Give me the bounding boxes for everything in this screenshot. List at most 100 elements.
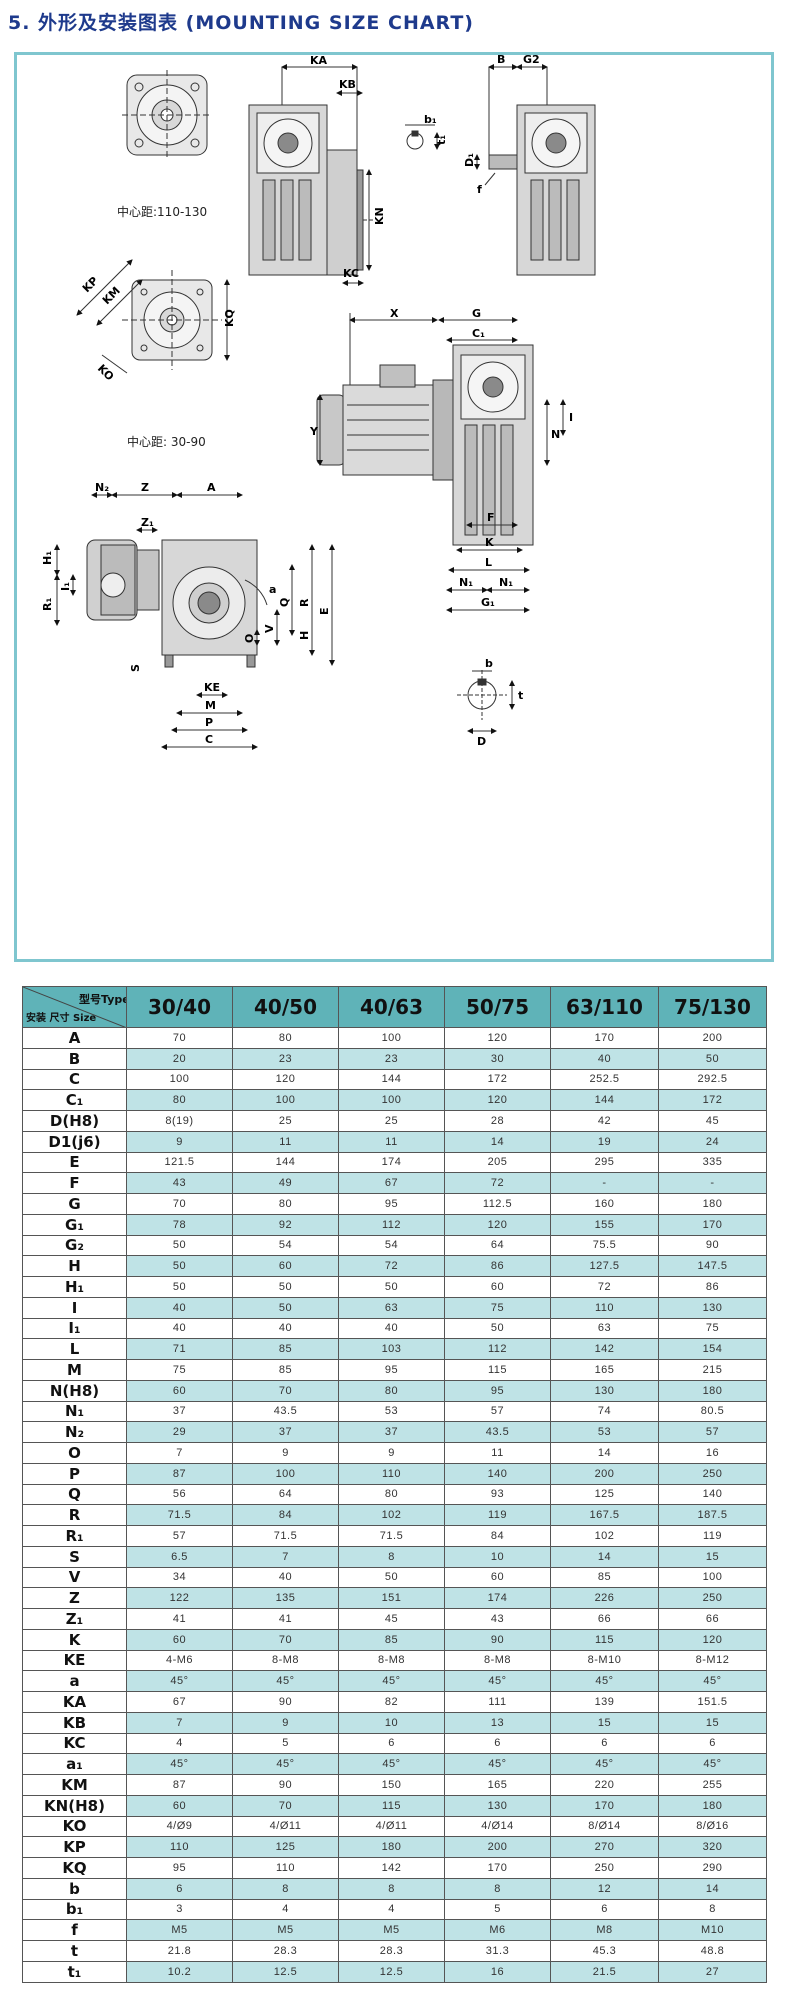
- table-cell: 20: [126, 1047, 233, 1070]
- table-cell: 111: [444, 1691, 551, 1713]
- table-cell: 122: [126, 1587, 233, 1609]
- table-cell: 45°: [444, 1670, 551, 1692]
- table-cell: 50: [232, 1276, 339, 1298]
- table-cell: 60: [444, 1276, 551, 1298]
- table-cell: 31.3: [444, 1940, 551, 1962]
- label-b-top: B: [497, 55, 505, 66]
- table-cell: 95: [126, 1857, 233, 1879]
- table-cell: 43.5: [444, 1421, 551, 1443]
- label-g2: G2: [523, 55, 540, 66]
- table-cell: 74: [550, 1400, 659, 1423]
- table-cell: 144: [550, 1089, 659, 1111]
- table-cell: 63: [338, 1296, 445, 1319]
- table-cell: 120: [658, 1628, 767, 1651]
- table-cell: 45°: [550, 1670, 659, 1692]
- row-label: D(H8): [22, 1110, 127, 1132]
- label-t: t: [518, 689, 523, 702]
- label-n: N: [551, 428, 560, 441]
- table-cell: 165: [444, 1774, 551, 1796]
- row-label: D1(j6): [22, 1130, 127, 1153]
- table-cell: 28.3: [232, 1940, 339, 1962]
- row-label: a₁: [22, 1753, 127, 1775]
- table-cell: 142: [550, 1338, 659, 1360]
- table-cell: 165: [550, 1359, 659, 1381]
- table-cell: 9: [232, 1711, 339, 1734]
- table-cell: 11: [338, 1130, 445, 1153]
- col-header-30-40: 30/40: [126, 986, 233, 1028]
- row-label: Q: [22, 1483, 127, 1506]
- col-header-40-63: 40/63: [338, 986, 445, 1028]
- label-kq: KQ: [223, 309, 236, 327]
- table-cell: 28: [444, 1110, 551, 1132]
- table-cell: 70: [232, 1794, 339, 1817]
- table-cell: 71: [126, 1338, 233, 1360]
- row-label: H₁: [22, 1276, 127, 1298]
- label-ke: KE: [204, 681, 220, 694]
- table-cell: 139: [550, 1691, 659, 1713]
- label-o: O: [243, 634, 256, 643]
- table-cell: 119: [658, 1525, 767, 1547]
- table-cell: 100: [232, 1089, 339, 1111]
- table-cell: 45: [338, 1608, 445, 1630]
- table-cell: 9: [126, 1130, 233, 1153]
- table-cell: 50: [338, 1276, 445, 1298]
- table-cell: 70: [126, 1027, 233, 1049]
- table-cell: 24: [658, 1130, 767, 1153]
- table-cell: 11: [444, 1442, 551, 1464]
- table-cell: 60: [232, 1255, 339, 1277]
- row-label: I: [22, 1296, 127, 1319]
- table-cell: 78: [126, 1213, 233, 1236]
- table-cell: 180: [658, 1379, 767, 1402]
- label-q: Q: [278, 598, 291, 607]
- flange-view-small: [76, 259, 230, 374]
- label-kc: KC: [343, 267, 359, 280]
- table-cell: 6: [550, 1732, 659, 1755]
- table-cell: 43: [126, 1172, 233, 1194]
- table-cell: 15: [658, 1545, 767, 1568]
- table-cell: M8: [550, 1919, 659, 1941]
- label-i1: I₁: [59, 582, 72, 591]
- row-label: KC: [22, 1732, 127, 1755]
- table-cell: 10: [338, 1711, 445, 1734]
- table-cell: 50: [232, 1296, 339, 1319]
- table-cell: 57: [126, 1525, 233, 1547]
- table-cell: 10: [444, 1545, 551, 1568]
- table-cell: 120: [444, 1027, 551, 1049]
- table-cell: 120: [232, 1068, 339, 1091]
- row-label: KO: [22, 1815, 127, 1838]
- label-f-bottom: F: [487, 511, 495, 524]
- table-cell: 11: [232, 1130, 339, 1153]
- table-cell: -: [550, 1172, 659, 1194]
- corner-size-label: 安装 尺寸 Size: [26, 1011, 96, 1024]
- table-cell: 174: [338, 1151, 445, 1174]
- table-cell: 40: [232, 1566, 339, 1589]
- table-cell: 45°: [658, 1670, 767, 1692]
- row-label: t: [22, 1940, 127, 1962]
- table-cell: 80: [232, 1027, 339, 1049]
- table-cell: 147.5: [658, 1255, 767, 1277]
- table-cell: 72: [444, 1172, 551, 1194]
- table-cell: 19: [550, 1130, 659, 1153]
- label-kp: KP: [80, 274, 101, 295]
- table-cell: 23: [338, 1047, 445, 1070]
- table-cell: 28.3: [338, 1940, 445, 1962]
- table-cell: 112.5: [444, 1193, 551, 1215]
- label-z1: Z₁: [141, 516, 154, 529]
- table-cell: 56: [126, 1483, 233, 1506]
- table-cell: 110: [232, 1857, 339, 1879]
- table-cell: 100: [658, 1566, 767, 1589]
- table-cell: 4/Ø11: [232, 1815, 339, 1838]
